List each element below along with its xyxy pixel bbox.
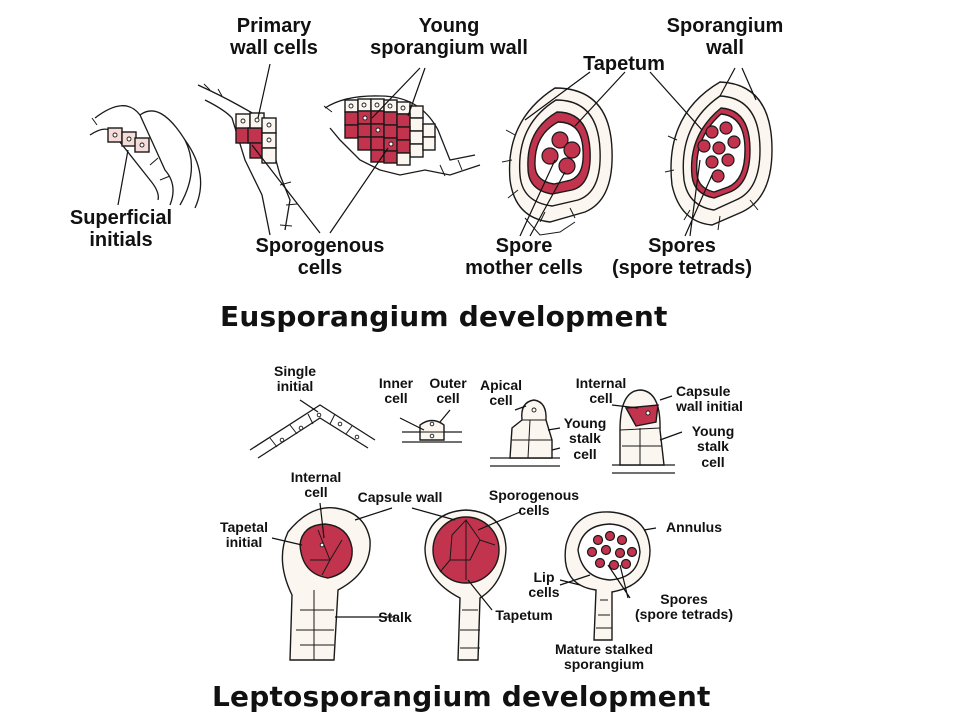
label-spores-lepto: Spores(spore tetrads) bbox=[634, 591, 734, 623]
eu-stage-spores bbox=[664, 81, 773, 231]
label-annulus: Annulus bbox=[666, 519, 722, 535]
lepto-stage-capsule-wall bbox=[281, 507, 371, 661]
eu-pointer-lines bbox=[117, 63, 757, 237]
label-stalk: Stalk bbox=[378, 609, 412, 625]
eu-stage-primary-wall-cells bbox=[197, 83, 298, 236]
lepto-stage-apical-cell bbox=[490, 399, 560, 467]
title-eusporangium: Eusporangium development bbox=[220, 300, 668, 333]
eu-stage-superficial-initials bbox=[89, 105, 202, 209]
label-spores: Spores(spore tetrads) bbox=[611, 235, 753, 279]
lepto-pointer-lines bbox=[271, 395, 683, 618]
lepto-stage-inner-outer bbox=[402, 419, 462, 443]
label-tapetum: Tapetum bbox=[583, 53, 665, 75]
lepto-stage-internal-cell bbox=[612, 389, 675, 474]
lepto-stage-mature bbox=[564, 511, 651, 641]
title-leptosporangium: Leptosporangium development bbox=[212, 680, 711, 713]
lepto-stage-tapetum bbox=[424, 509, 507, 661]
lepto-stage-single-initial bbox=[249, 404, 376, 459]
label-capsule-wall: Capsule wall bbox=[357, 489, 443, 505]
eu-stage-young-sporangium-wall bbox=[323, 95, 481, 177]
label-tapetum-lepto: Tapetum bbox=[495, 607, 553, 623]
eu-stage-spore-mother-cells bbox=[501, 87, 613, 236]
